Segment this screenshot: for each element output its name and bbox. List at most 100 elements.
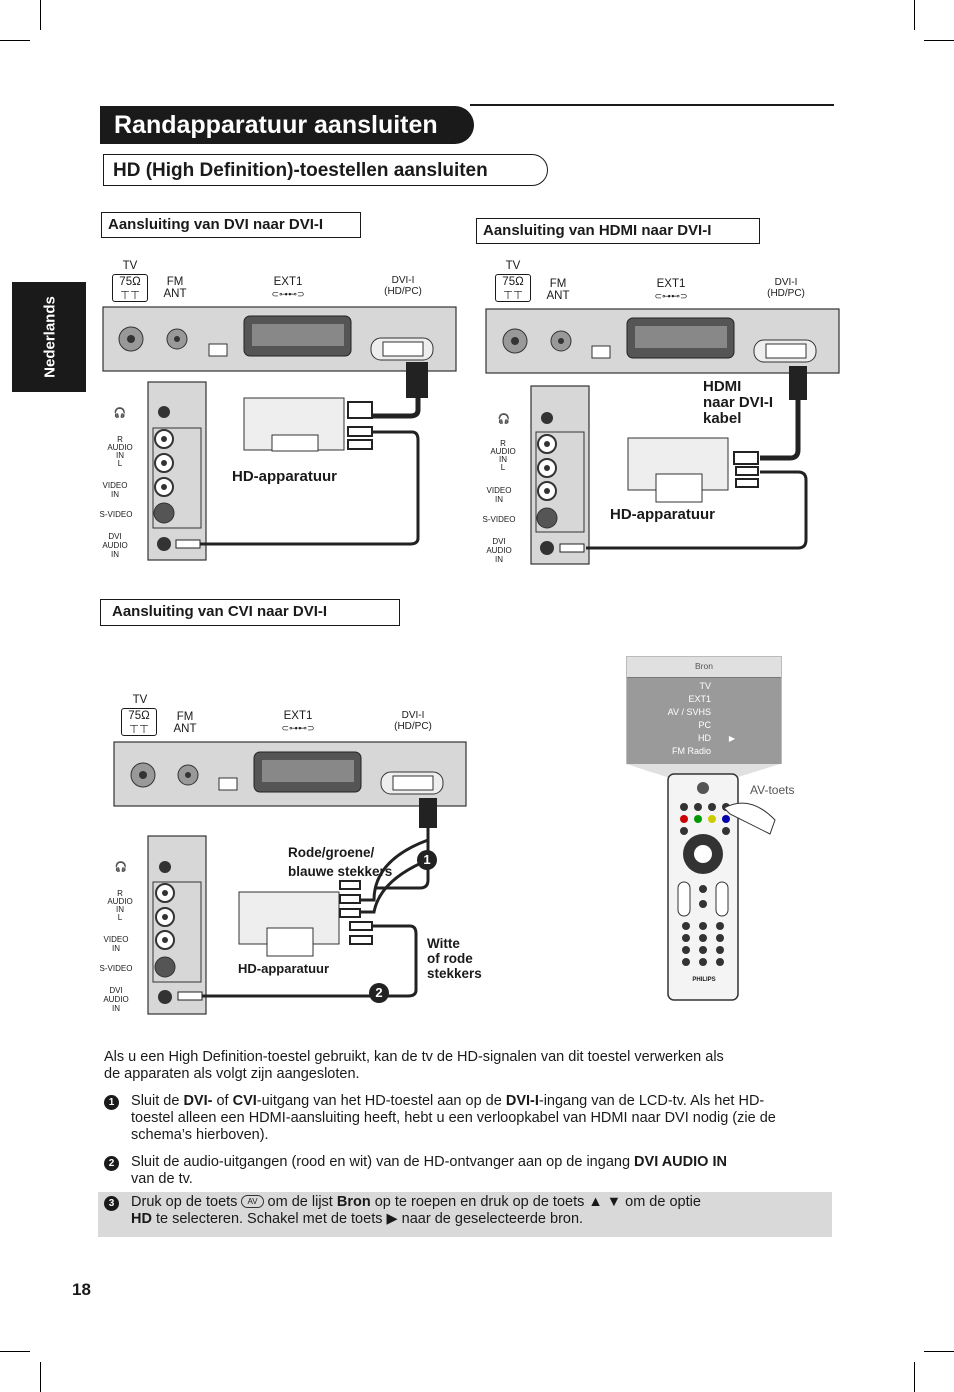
in-text: IN xyxy=(495,555,503,564)
step1-marker: 1 xyxy=(423,852,431,867)
step1-text-g: -ingang van de LCD-tv. Als het HD- xyxy=(538,1093,765,1109)
step1-line2: toestel alleen een HDMI-aansluiting heef… xyxy=(131,1110,776,1126)
step2-text-a: Sluit de audio-uitgangen (rood en wit) v… xyxy=(131,1154,635,1170)
fm-label: FM xyxy=(176,711,194,723)
ant-label: ANT xyxy=(173,723,197,735)
svideo-label: S-VIDEO xyxy=(482,515,516,524)
hdpc-text: (HD/PC) xyxy=(384,286,422,297)
rgb-line1: Rode/groene/ xyxy=(288,845,375,860)
in-text: IN xyxy=(111,490,119,499)
step2-text-b: DVI AUDIO IN xyxy=(634,1154,727,1170)
antenna-icon: ⊤⊤ xyxy=(128,724,150,736)
headphone-icon: 🎧 xyxy=(114,862,128,873)
in-text: IN xyxy=(112,1004,120,1013)
crop-mark xyxy=(914,0,915,30)
menu-item[interactable]: PC xyxy=(698,720,711,730)
ohm-label: 75Ω xyxy=(119,276,141,288)
source-menu-title: Bron xyxy=(627,657,781,678)
hdmi-diagram-drawing xyxy=(485,308,840,565)
ohm-connector-label: 75Ω⊤⊤ xyxy=(495,274,531,302)
dvi-text: DVI xyxy=(108,532,122,541)
fm-label: FM xyxy=(549,278,567,290)
l-text: L xyxy=(117,459,123,468)
hd-device-label: HD-apparatuur xyxy=(610,506,716,523)
ext1-label: EXT1⊂⊶⊷⊃ xyxy=(278,710,318,734)
intro-line2: de apparaten als volgt zijn aangesloten. xyxy=(104,1066,360,1082)
remote-brand-logo: PHILIPS xyxy=(692,977,716,983)
fm-label: FM xyxy=(166,276,184,288)
audio-text: AUDIO xyxy=(490,447,516,456)
step1-text-f: DVI-I xyxy=(505,1093,539,1109)
section-dvi-label: Aansluiting van DVI naar DVI-I xyxy=(108,216,324,233)
dvii-text: DVI-I xyxy=(774,277,798,288)
menu-item[interactable]: FM Radio xyxy=(671,746,711,756)
step1-line3: schema’s hierboven). xyxy=(131,1127,269,1143)
antenna-icon: ⊤⊤ xyxy=(119,290,141,302)
cvi-diagram-drawing xyxy=(113,741,467,1015)
wr-line2: of rode xyxy=(427,951,473,966)
svideo-label: S-VIDEO xyxy=(99,964,133,973)
headphone-icon: 🎧 xyxy=(497,414,511,425)
remote-illustration xyxy=(626,764,780,1001)
scart-icon: ⊂⊶⊷⊃ xyxy=(281,723,315,733)
hdmi-cable-line3: kabel xyxy=(703,410,742,427)
ant-label: ANT xyxy=(546,290,570,302)
scart-icon: ⊂⊶⊷⊃ xyxy=(654,291,688,301)
step-number: 1 xyxy=(104,1095,119,1110)
in-text: IN xyxy=(116,451,124,460)
menu-item-selected[interactable]: HD▶ xyxy=(627,732,781,745)
rgb-line2: blauwe stekkers xyxy=(288,864,393,879)
dvii-text: DVI-I xyxy=(391,275,415,286)
section-hdmi-label: Aansluiting van HDMI naar DVI-I xyxy=(483,222,712,239)
audio-text: AUDIO xyxy=(107,897,133,906)
step3-text-a: Druk op de toets xyxy=(131,1194,242,1210)
ext1-text: EXT1 xyxy=(283,710,313,722)
step3-text-b: om de lijst xyxy=(263,1194,337,1210)
l-text: L xyxy=(500,463,506,472)
ohm-connector-label: 75Ω ⊤⊤ xyxy=(112,274,148,302)
section-cvi-label: Aansluiting van CVI naar DVI-I xyxy=(112,603,328,620)
step2-line2: van de tv. xyxy=(131,1171,193,1187)
ext1-text: EXT1 xyxy=(273,276,303,288)
step1-text-a: Sluit de xyxy=(131,1093,184,1109)
menu-item[interactable]: TV xyxy=(699,681,711,691)
hd-device-label: HD-apparatuur xyxy=(232,468,338,485)
audio-text: AUDIO xyxy=(486,546,512,555)
svideo-label: S-VIDEO xyxy=(99,510,133,519)
ohm-label: 75Ω xyxy=(128,710,150,722)
tv-label: TV xyxy=(122,260,138,272)
title-rule xyxy=(470,104,834,106)
step1-text-b: DVI- xyxy=(183,1093,213,1109)
wr-line1: Witte xyxy=(427,936,460,951)
in-text: IN xyxy=(495,495,503,504)
hd-device-label: HD-apparatuur xyxy=(238,961,330,976)
page-number: 18 xyxy=(72,1280,91,1299)
wr-line3: stekkers xyxy=(427,966,482,981)
step2-marker: 2 xyxy=(375,985,383,1000)
dvii-label: DVI-I(HD/PC) xyxy=(388,710,438,732)
hdpc-text: (HD/PC) xyxy=(394,721,432,732)
section-dvi-title: Aansluiting van DVI naar DVI-I xyxy=(101,212,361,238)
ohm-connector-label: 75Ω ⊤⊤ xyxy=(121,708,157,736)
r-text: R xyxy=(500,439,506,448)
source-menu: Bron TV EXT1 AV / SVHS PC HD▶ FM Radio xyxy=(626,656,782,764)
ohm-label: 75Ω xyxy=(502,276,524,288)
l-text: L xyxy=(117,913,123,922)
step-1: 1 Sluit de DVI- of CVI-uitgang van het H… xyxy=(104,1093,844,1144)
crop-mark xyxy=(914,1362,915,1392)
dvi-text: DVI xyxy=(492,537,506,546)
audio-text: AUDIO xyxy=(107,443,133,452)
menu-item[interactable]: AV / SVHS xyxy=(667,707,711,717)
menu-item[interactable]: EXT1 xyxy=(688,694,711,704)
av-key-label: AV-toets xyxy=(750,783,795,797)
